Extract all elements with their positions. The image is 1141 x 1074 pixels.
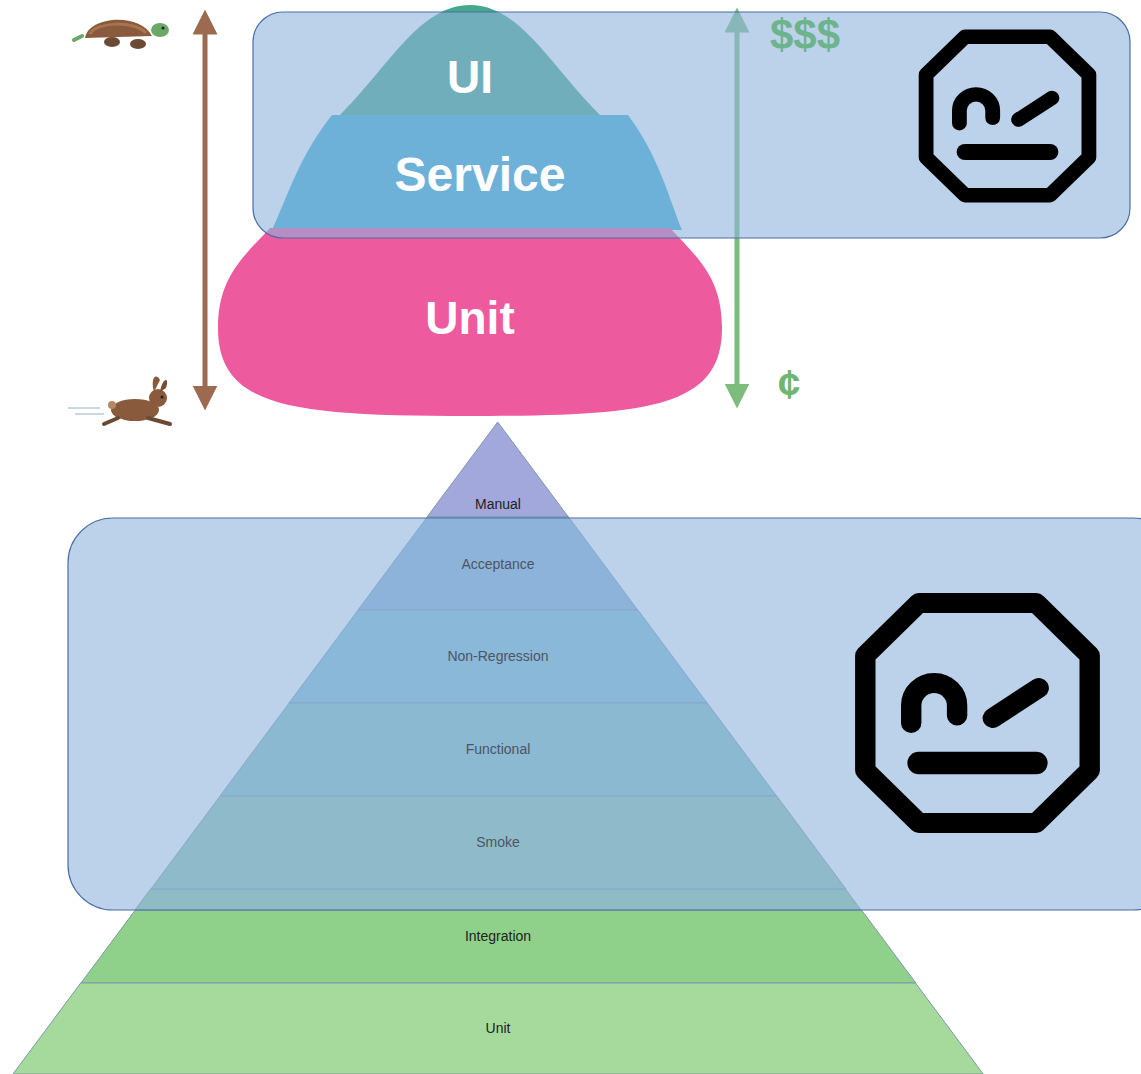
automation-zone [68,518,1141,910]
text-group: Smoke [476,834,520,850]
text-group: Unit [425,292,514,345]
text-group: Unit [486,1020,511,1036]
layer-label: Non-Regression [447,648,548,664]
cost-high: $$$ [770,12,840,58]
layer-label: Unit [486,1020,511,1036]
rabbit [68,376,170,424]
unit-band: Unit [218,228,722,418]
layer-label: UI [447,51,493,104]
text-group: Acceptance [461,556,534,572]
layer-label: Unit [425,292,514,345]
unit-layer: Unit [13,983,983,1074]
turtle [74,20,169,49]
band-shape [81,910,916,983]
text-group: Service [395,147,566,202]
text-group: UI [447,51,493,104]
speed-arrow [203,22,208,398]
text-group: Manual [475,496,521,512]
robot-icon [926,37,1089,195]
band-fill [81,910,916,983]
layer-label: Smoke [476,834,520,850]
layer-label: Acceptance [461,556,534,572]
text-group: Functional [466,741,531,757]
band-fill [13,983,983,1074]
cost-low: ¢ [778,362,800,406]
robot-icon [865,603,1089,823]
band-fill [427,422,568,517]
layer-label: Service [395,147,566,202]
text-group: Integration [465,928,531,944]
automation-zone [253,12,1130,238]
band-fill [218,228,722,416]
layer-label: Manual [475,496,521,512]
integration-layer: Integration [81,910,916,983]
layer-label: Functional [466,741,531,757]
manual-layer: Manual [427,422,568,517]
text-group: Non-Regression [447,648,548,664]
layer-label: Integration [465,928,531,944]
